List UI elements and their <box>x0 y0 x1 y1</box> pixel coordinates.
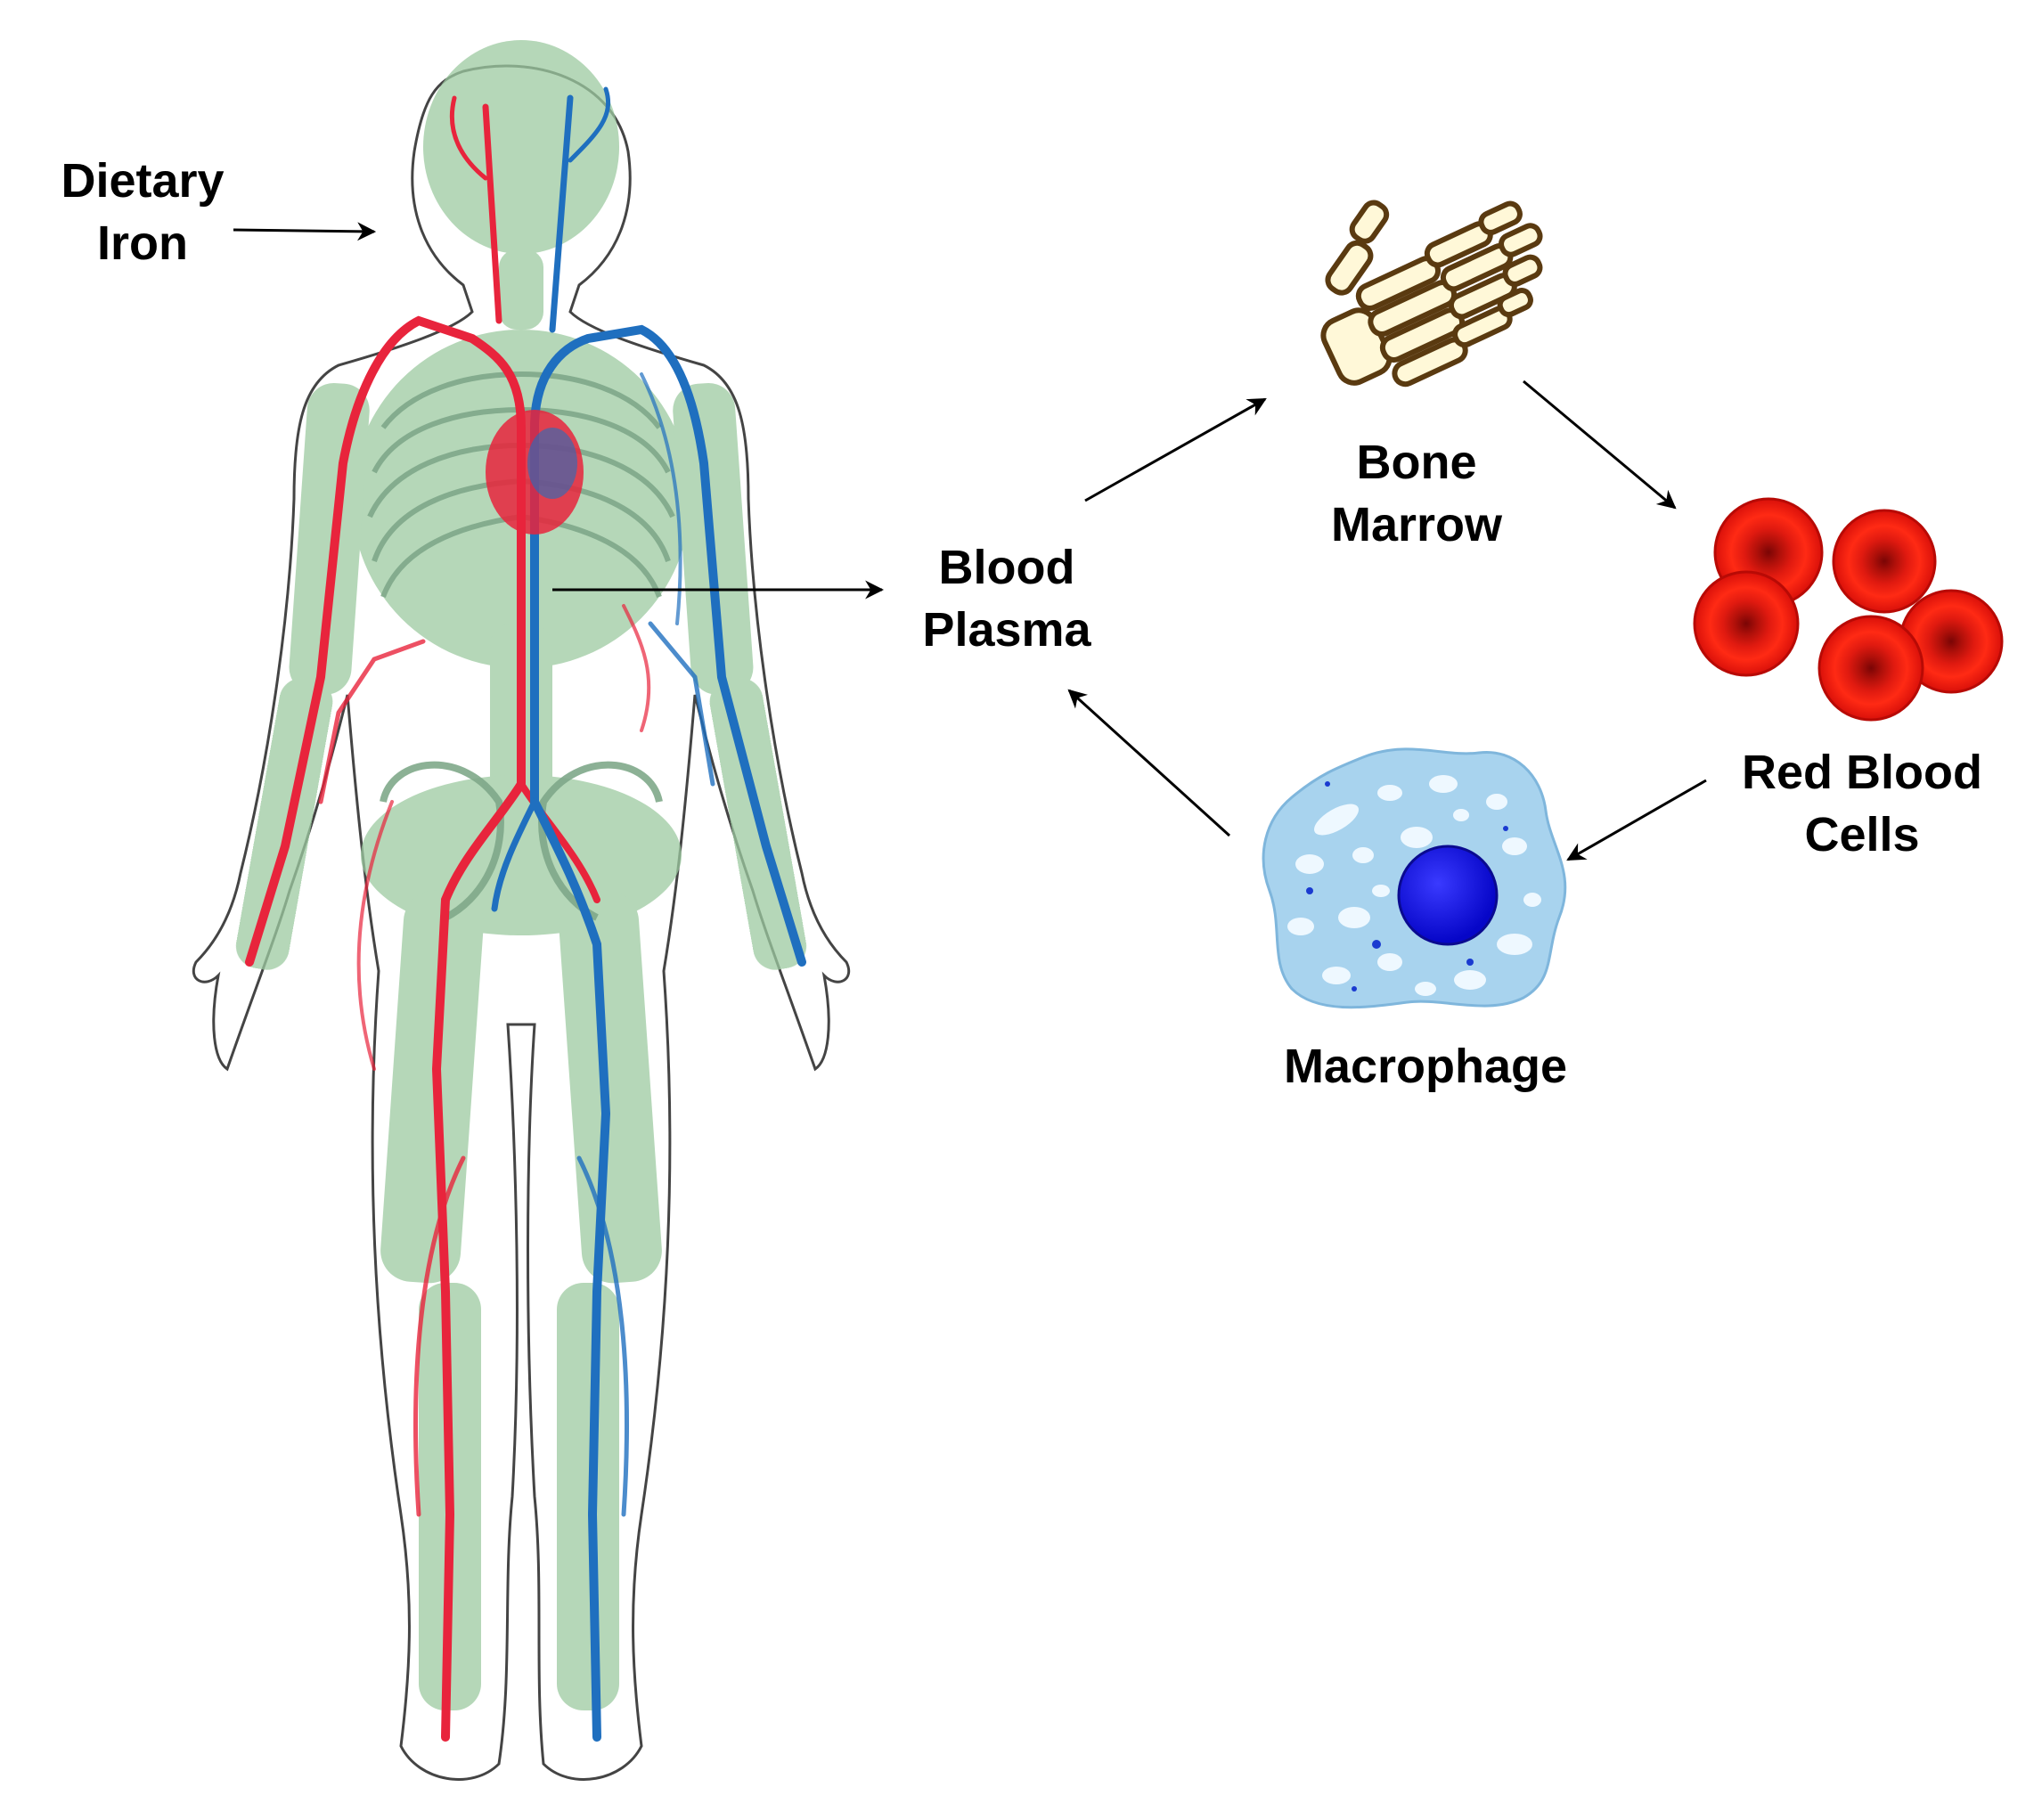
arrow-plasma-to-bone <box>1084 397 1267 502</box>
dietary-iron-label: Dietary Iron <box>61 154 225 270</box>
arrow-bone-to-rbc <box>1523 380 1677 510</box>
arrow-dietary-to-body <box>233 222 377 241</box>
macrophage-label: Macrophage <box>1283 1040 1568 1093</box>
red-blood-cells-label: Red Blood Cells <box>1742 746 1982 861</box>
macrophage-cell-icon <box>1262 747 1567 1009</box>
blood-plasma-label: Blood Plasma <box>922 541 1091 657</box>
flow-arrows <box>233 222 1707 861</box>
bone-marrow-label: Bone Marrow <box>1330 436 1503 551</box>
red-blood-cells-icon <box>1693 497 2004 722</box>
hand-bone-icon <box>1320 200 1543 388</box>
arrow-macrophage-to-plasma <box>1067 689 1231 837</box>
arrow-rbc-to-macrophage <box>1566 779 1707 861</box>
human-circulatory-system-icon <box>192 40 851 1781</box>
